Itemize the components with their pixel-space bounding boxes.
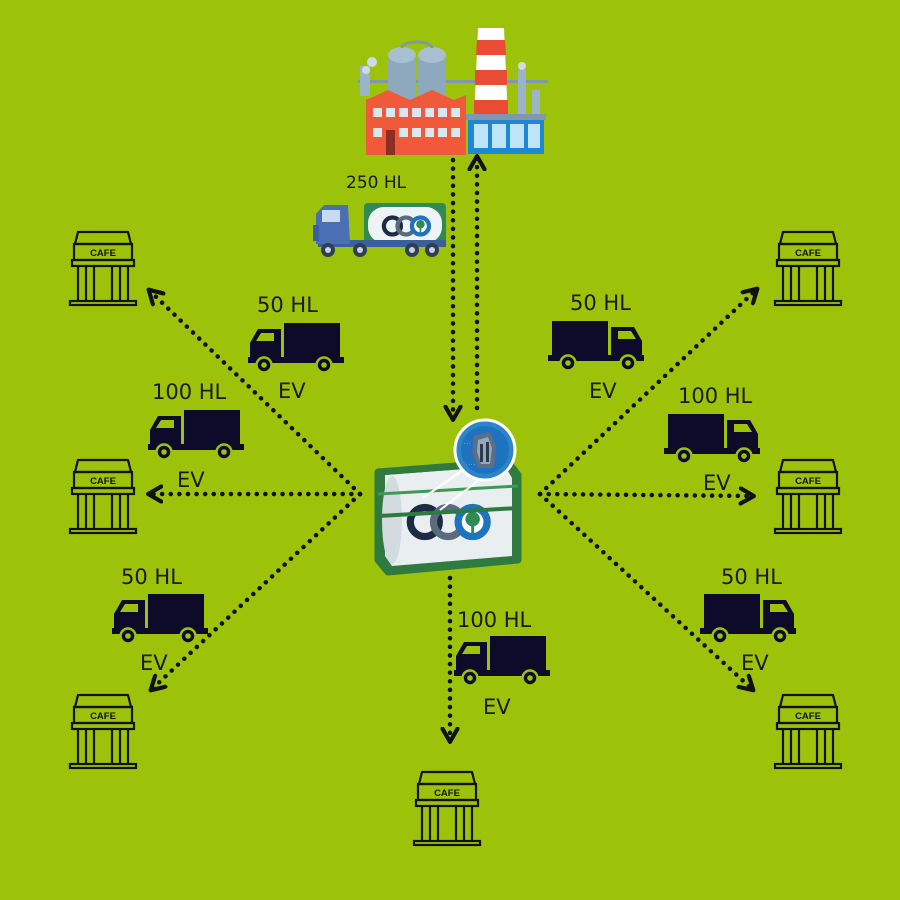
route-bottom-vehicle: EV: [483, 695, 511, 719]
route-upper-right-capacity: 50 HL: [570, 291, 631, 315]
route-middle-left-vehicle: EV: [177, 468, 205, 492]
route-upper-left: [150, 291, 363, 497]
svg-text:CAFE: CAFE: [434, 788, 460, 799]
cafe-upper-left: CAFE: [68, 230, 138, 307]
ev-truck-middle-left-icon: [146, 408, 246, 461]
svg-text:CAFE: CAFE: [90, 711, 116, 722]
ev-truck-upper-left-icon: [246, 321, 346, 374]
svg-text:· · ·: · · ·: [464, 441, 470, 446]
iso-tank-container-icon: [374, 457, 522, 576]
svg-text:CAFE: CAFE: [795, 476, 821, 487]
tank-detail-badge-icon: · · · · · · ·: [453, 418, 517, 482]
route-lower-right-vehicle: EV: [741, 651, 769, 675]
cafe-lower-right: CAFE: [773, 693, 843, 770]
route-middle-left-capacity: 100 HL: [152, 380, 227, 404]
ev-truck-middle-right-icon: [664, 414, 760, 464]
svg-text:· · · ·: · · · ·: [466, 462, 475, 467]
route-middle-right-vehicle: EV: [703, 471, 731, 495]
ev-truck-lower-right-icon: [700, 594, 796, 644]
ev-truck-bottom-icon: [452, 634, 552, 687]
route-upper-left-capacity: 50 HL: [257, 293, 318, 317]
route-bottom-capacity: 100 HL: [457, 608, 532, 632]
cafe-upper-right: CAFE: [773, 230, 843, 307]
brewery-factory-icon: [358, 28, 548, 155]
route-lower-left-vehicle: EV: [140, 651, 168, 675]
route-lines: [150, 158, 756, 740]
svg-text:CAFE: CAFE: [90, 248, 116, 259]
route-lower-right-capacity: 50 HL: [721, 565, 782, 589]
route-middle-right: [537, 494, 752, 496]
ev-truck-lower-left-icon: [110, 592, 210, 645]
tanker-truck-icon: [313, 203, 446, 257]
route-upper-right-vehicle: EV: [589, 379, 617, 403]
route-upper-left-vehicle: EV: [278, 379, 306, 403]
cafe-middle-left: CAFE: [68, 458, 138, 535]
cafe-bottom: CAFE: [412, 770, 482, 847]
svg-text:CAFE: CAFE: [795, 248, 821, 259]
route-lower-left-capacity: 50 HL: [121, 565, 182, 589]
route-lower-right: [537, 491, 752, 689]
svg-text:CAFE: CAFE: [795, 711, 821, 722]
cafe-middle-right: CAFE: [773, 458, 843, 535]
svg-text:CAFE: CAFE: [90, 476, 116, 487]
route-lower-left: [152, 491, 363, 689]
tanker-capacity-label: 250 HL: [346, 173, 407, 193]
ev-truck-upper-right-icon: [548, 321, 644, 371]
cafe-lower-left: CAFE: [68, 693, 138, 770]
route-upper-right: [537, 290, 756, 497]
route-middle-right-capacity: 100 HL: [678, 384, 753, 408]
